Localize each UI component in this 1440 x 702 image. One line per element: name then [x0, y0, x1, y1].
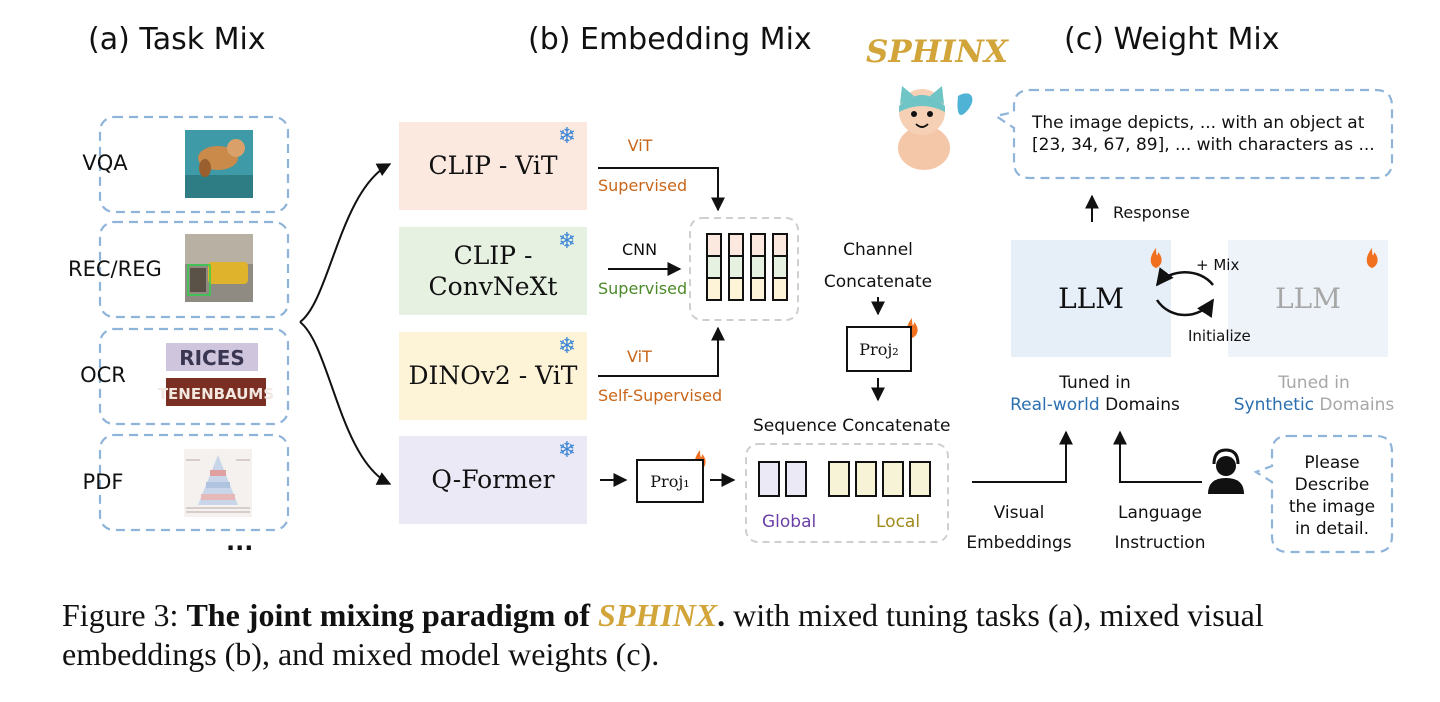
- task-box-group: [98, 115, 290, 532]
- caption-prefix: Figure 3:: [62, 597, 187, 633]
- annot-dino-arch: ViT: [627, 347, 652, 366]
- vqa-image: [185, 130, 253, 198]
- rec-image: [185, 234, 253, 302]
- title-embedding-mix: (b) Embedding Mix: [528, 22, 812, 57]
- sphinx-mascot-icon: [898, 86, 973, 170]
- snowflake-icon: ❄: [558, 124, 576, 149]
- arrow-clip-to-concat: [598, 167, 725, 212]
- user-icon: [1208, 448, 1244, 494]
- tuned-synth-label: Tuned in Synthetic Domains: [1226, 372, 1402, 416]
- encoder-box-dino: [399, 332, 587, 420]
- tuned-real-label: Tuned in Real-world Domains: [1004, 372, 1186, 416]
- encoder-box-convnext: [399, 227, 587, 315]
- annot-clip-arch: ViT: [627, 136, 653, 155]
- arrow-task-to-qformer: [299, 321, 392, 485]
- caption-sphinx: SPHINX: [598, 597, 718, 633]
- encoder-box-clip-vit: [399, 122, 587, 210]
- tasks-more: ...: [226, 528, 254, 556]
- task-box-pdf: [98, 433, 290, 532]
- ocr-image: RICES TENENBAUMS: [158, 343, 274, 406]
- language-instruction-label: Language Instruction: [1114, 503, 1206, 553]
- arrow-mix: [1155, 267, 1214, 287]
- sequence-concat-label: Sequence Concatenate: [753, 416, 951, 436]
- task-label-ocr: OCR: [80, 363, 126, 387]
- caption-bold: The joint mixing paradigm of: [186, 597, 599, 633]
- tuned-real-line2: Real-world Domains: [1004, 394, 1186, 416]
- llm-box-main: [1011, 240, 1171, 357]
- llm-ghost-label: LLM: [1275, 282, 1341, 315]
- snowflake-icon: ❄: [558, 438, 576, 463]
- task-box-rec: [98, 220, 290, 319]
- annot-clip-training: Supervised: [598, 176, 688, 195]
- response-text: The image depicts, ... with an object at…: [1032, 113, 1375, 155]
- llm-main-label: LLM: [1058, 282, 1124, 315]
- title-task-mix: (a) Task Mix: [88, 22, 266, 57]
- arrow-initialize: [1155, 298, 1215, 318]
- sphinx-brand: SPHINX: [866, 34, 1008, 70]
- response-bubble: [993, 88, 1394, 180]
- user-prompt-text: Please Describe the image in detail.: [1288, 453, 1376, 539]
- encoder-label-convnext: CLIP - ConvNeXt: [428, 240, 558, 301]
- encoder-box-qformer: [399, 436, 587, 524]
- figure-caption: Figure 3: The joint mixing paradigm of S…: [62, 596, 1397, 674]
- tuned-synth-line1: Tuned in: [1278, 373, 1350, 393]
- pdf-image: [184, 449, 252, 517]
- prompt-bubble: [1253, 434, 1394, 554]
- task-label-pdf: PDF: [82, 470, 124, 494]
- encoder-label-dino: DINOv2 - ViT: [408, 361, 578, 391]
- ocr-text-1: RICES: [179, 346, 245, 370]
- task-label-rec-reg: REC/REG: [68, 257, 162, 281]
- tuned-synth-rest: Domains: [1314, 395, 1395, 415]
- ocr-text-2: TENENBAUMS: [158, 385, 274, 403]
- proj1-box: Proj₁: [636, 459, 704, 503]
- channel-concat-label: Channel Concatenate: [823, 240, 933, 292]
- tuned-synth-line2: Synthetic Domains: [1226, 394, 1402, 416]
- task-label-vqa: VQA: [82, 151, 128, 175]
- caption-rest: with mixed tuning tasks (a), mixed visua…: [62, 597, 1264, 672]
- title-weight-mix: (c) Weight Mix: [1064, 22, 1280, 57]
- llm-box-ghost: [1228, 240, 1388, 357]
- initialize-label: Initialize: [1188, 327, 1251, 345]
- mix-label: + Mix: [1196, 256, 1240, 274]
- snowflake-icon: ❄: [558, 229, 576, 254]
- arrow-instruction-to-llm: [1113, 430, 1202, 483]
- real-world-highlight: Real-world: [1010, 395, 1100, 415]
- local-tokens: [828, 461, 931, 497]
- global-tokens: [758, 461, 807, 497]
- proj2-box: Proj₂: [846, 326, 912, 372]
- channel-feature-grid: [706, 233, 788, 301]
- annot-convnext-training: Supervised: [598, 279, 688, 298]
- snowflake-icon: ❄: [558, 334, 576, 359]
- caption-bold-end: .: [717, 597, 726, 633]
- local-label: Local: [876, 512, 921, 532]
- synthetic-highlight: Synthetic: [1233, 395, 1315, 415]
- annot-convnext-arch: CNN: [622, 240, 658, 259]
- sequence-concat-box: [745, 443, 949, 543]
- annot-dino-training: Self-Supervised: [598, 386, 723, 405]
- arrow-task-to-clip: [299, 163, 392, 323]
- encoder-label-clip-vit: CLIP - ViT: [428, 151, 558, 181]
- task-box-vqa: [98, 115, 290, 214]
- global-label: Global: [762, 512, 817, 532]
- tuned-real-line1: Tuned in: [1059, 373, 1131, 393]
- task-box-ocr: [98, 327, 290, 426]
- channel-concat-box: [689, 217, 799, 321]
- arrow-dino-to-concat: [598, 326, 725, 377]
- response-label: Response: [1113, 203, 1190, 222]
- encoder-label-qformer: Q-Former: [431, 465, 555, 495]
- visual-embeddings-label: Visual Embeddings: [966, 503, 1072, 553]
- arrow-visual-to-llm: [972, 430, 1073, 483]
- tuned-real-rest: Domains: [1099, 395, 1180, 415]
